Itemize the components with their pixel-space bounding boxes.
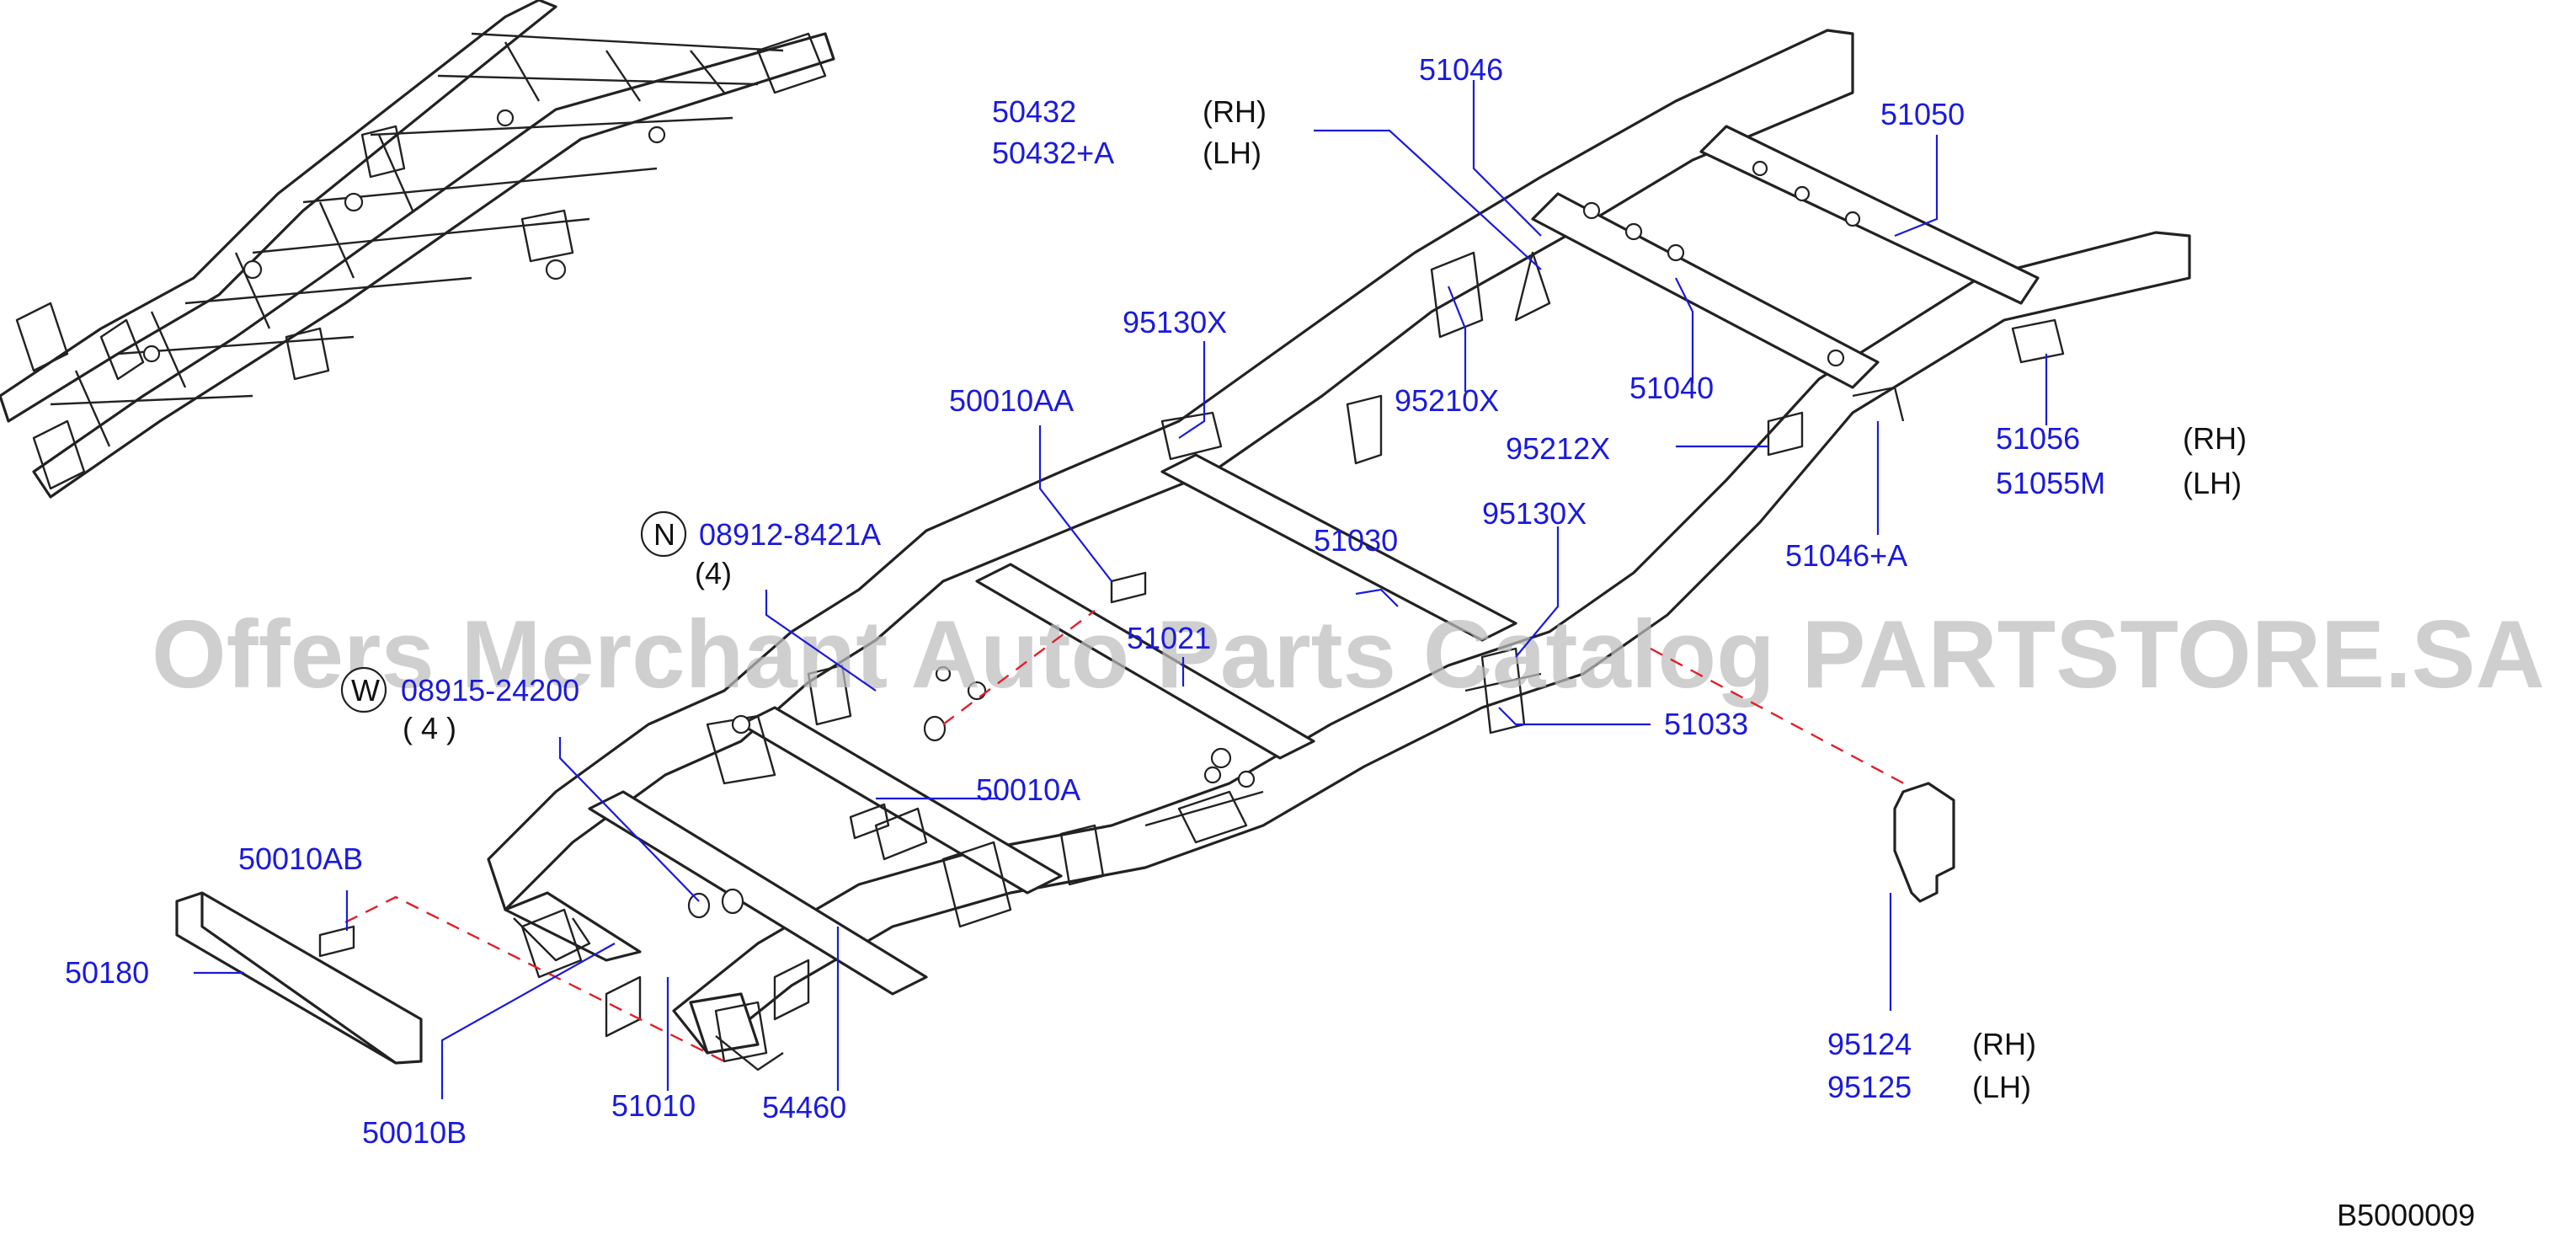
callout-08915-qty: ( 4 ) — [403, 711, 456, 745]
callout-95124-rh: (RH) — [1972, 1027, 2036, 1061]
callout-95124: 95124 — [1827, 1027, 1912, 1061]
callout-95212x: 95212X — [1506, 431, 1610, 466]
callout-08915-24200: 08915-24200 — [401, 673, 579, 708]
callout-51021: 51021 — [1127, 621, 1211, 655]
leader-lines — [194, 80, 2048, 1099]
callout-51046: 51046 — [1419, 52, 1503, 87]
callout-50432a-lh: (LH) — [1203, 136, 1261, 170]
dashed-guide-lines — [344, 610, 1912, 1063]
callout-51040: 51040 — [1629, 371, 1714, 405]
callout-50010a: 50010A — [976, 772, 1080, 807]
callout-50180: 50180 — [65, 955, 149, 990]
callout-51056: 51056 — [1996, 421, 2080, 456]
callout-51046a: 51046+A — [1785, 538, 1907, 573]
callout-50432: 50432 — [992, 94, 1076, 129]
callout-95130x-upper: 95130X — [1123, 305, 1227, 339]
callout-51055m: 51055M — [1996, 466, 2105, 500]
callout-51050: 51050 — [1880, 97, 1965, 131]
callout-51010: 51010 — [611, 1088, 696, 1123]
callout-51055m-lh: (LH) — [2183, 466, 2242, 500]
callouts: 50432 (RH) 50432+A (LH) 51046 51050 9513… — [65, 52, 2475, 1232]
callout-95130x-lower: 95130X — [1482, 496, 1587, 531]
callout-50010b: 50010B — [362, 1115, 467, 1150]
callout-51033: 51033 — [1664, 707, 1748, 741]
bumper-50180-illustration — [175, 891, 423, 1065]
callout-50432a: 50432+A — [992, 136, 1114, 170]
callout-51056-rh: (RH) — [2183, 421, 2247, 456]
callout-08912-qty: (4) — [695, 556, 732, 590]
callout-95125: 95125 — [1827, 1070, 1912, 1104]
symbol-n-circle — [640, 510, 687, 558]
bracket-95124-illustration — [1893, 782, 1955, 903]
callout-50010ab: 50010AB — [238, 841, 363, 876]
symbol-n: N — [653, 517, 675, 552]
watermark: Offers Merchant Auto Parts Catalog PARTS… — [152, 601, 2545, 708]
callout-51030: 51030 — [1314, 523, 1398, 558]
callout-08912-8421a: 08912-8421A — [699, 517, 881, 552]
symbol-w: W — [351, 673, 380, 708]
symbol-w-circle — [340, 666, 387, 713]
callout-95125-lh: (LH) — [1972, 1070, 2031, 1104]
fasteners-illustration — [318, 571, 1147, 958]
callout-50010aa: 50010AA — [949, 383, 1074, 418]
diagram-code: B5000009 — [2337, 1198, 2475, 1232]
callout-50432-rh: (RH) — [1203, 94, 1267, 129]
main-frame-illustration — [487, 29, 2191, 1071]
callout-95210x: 95210X — [1395, 383, 1499, 418]
callout-54460: 54460 — [762, 1090, 846, 1124]
overview-frame-illustration — [0, 0, 835, 499]
